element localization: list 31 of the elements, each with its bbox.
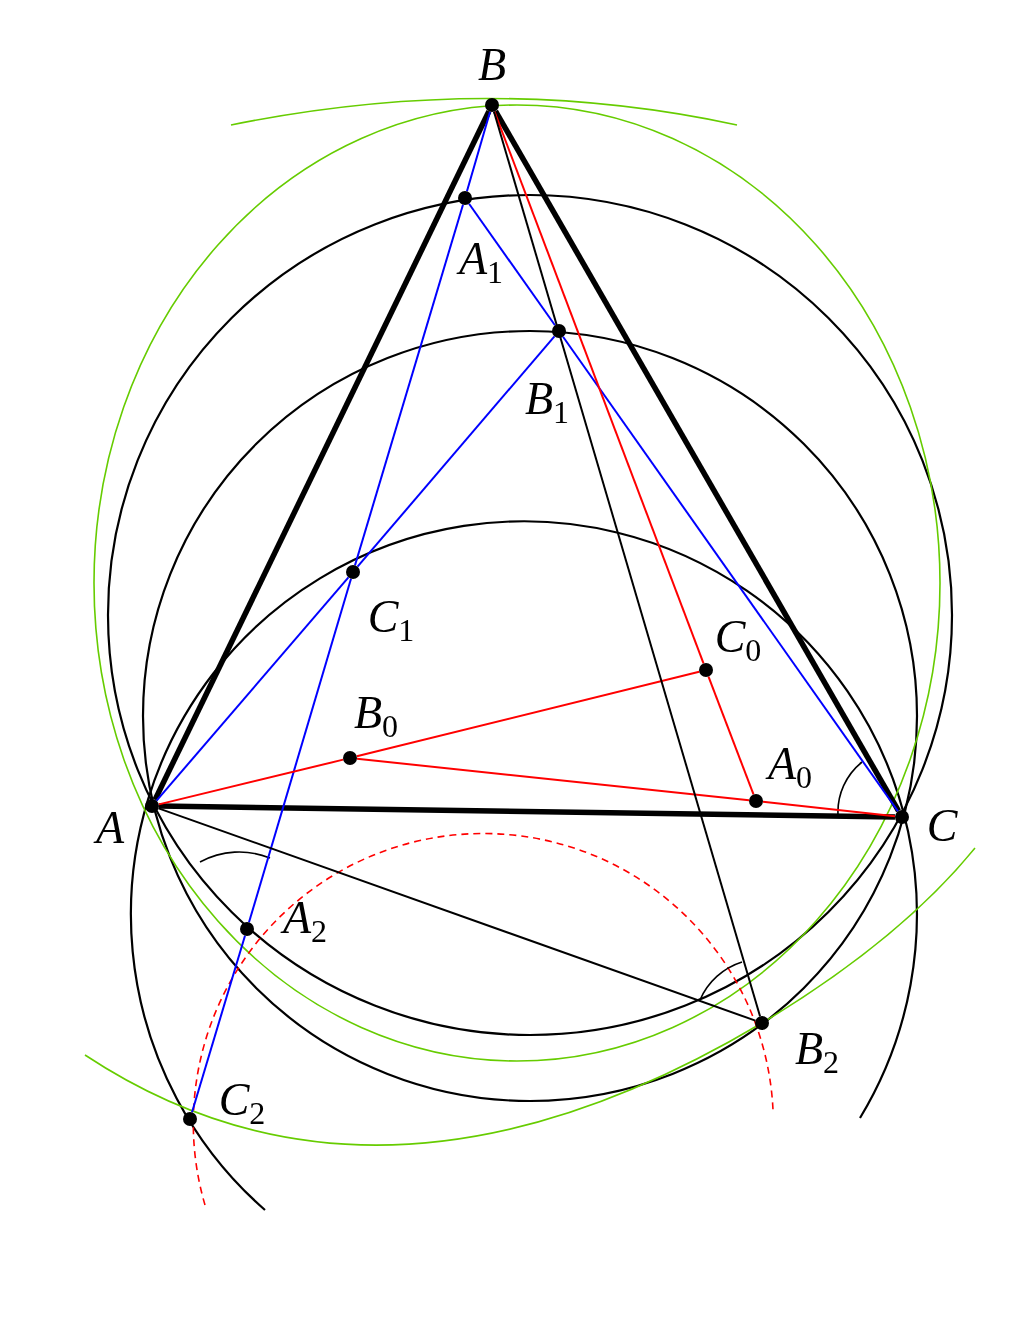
line-segment: [468, 202, 556, 327]
line-segment: [465, 110, 492, 193]
line-segment: [707, 675, 755, 796]
line-segment: [355, 670, 701, 758]
point-label: C$_{1}$: [367, 593, 415, 647]
line-segment: [354, 203, 464, 567]
line-segment: [248, 577, 352, 924]
line-segment: [761, 800, 897, 818]
point-label: B$_{2}$: [794, 1025, 840, 1079]
point-label: C: [926, 803, 958, 849]
line-segment: [356, 335, 556, 568]
line-segment: [152, 110, 492, 801]
point-label: B$_{1}$: [524, 375, 570, 429]
line-segment: [493, 109, 901, 813]
line-segment: [355, 757, 751, 802]
line-segment: [191, 934, 246, 1114]
line-segment: [157, 758, 345, 806]
line-segment: [158, 803, 896, 820]
line-segment: [155, 576, 350, 802]
line-segment: [562, 335, 899, 813]
point-label: C$_{2}$: [218, 1076, 266, 1130]
line-segment: [493, 110, 705, 665]
point-label: C$_{0}$: [714, 613, 762, 667]
point-label: A: [95, 805, 125, 851]
point-label: B$_{0}$: [353, 689, 399, 743]
line-segment: [493, 110, 762, 1018]
point-label: B: [477, 42, 507, 88]
point-label: A$_{2}$: [282, 894, 328, 948]
point-label: A$_{1}$: [458, 235, 504, 289]
line-segment: [157, 807, 757, 1022]
point-label: A$_{0}$: [767, 740, 813, 794]
